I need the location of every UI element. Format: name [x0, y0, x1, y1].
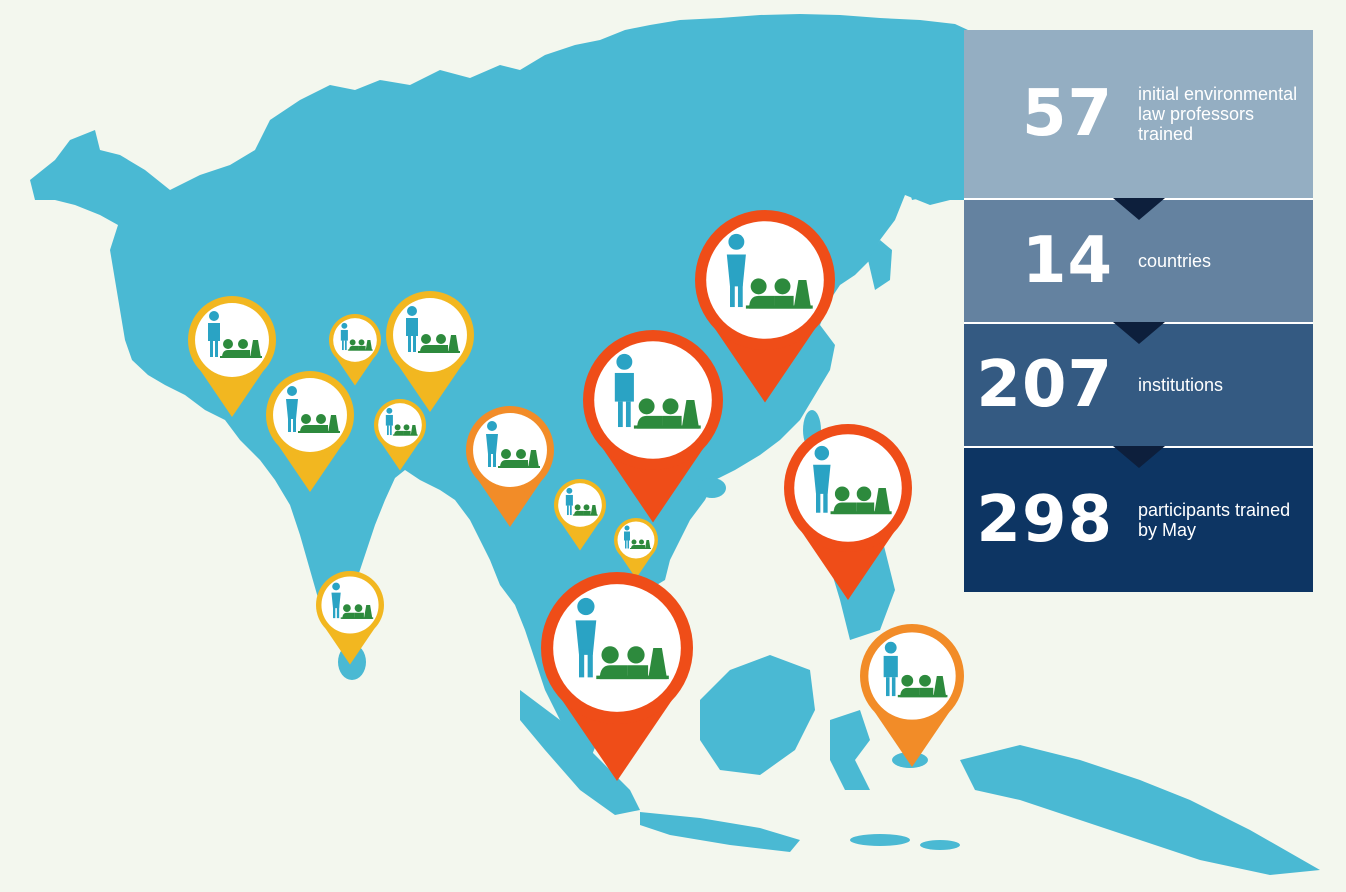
- down-arrow-icon: [1112, 322, 1165, 344]
- teacher-students-icon: [286, 386, 340, 433]
- japan: [868, 240, 892, 290]
- teacher-students-icon: [575, 597, 669, 680]
- stat-label: initial environmental law professors tra…: [1138, 84, 1298, 144]
- map-pin-red: [541, 572, 693, 781]
- java: [640, 812, 800, 852]
- sumatra: [520, 690, 640, 815]
- hainan: [698, 478, 726, 498]
- map-pin-yellow: [614, 518, 658, 579]
- pins-layer: [188, 210, 964, 781]
- teacher-students-icon: [813, 445, 892, 515]
- stat-professors: 57 initial environmental law professors …: [964, 30, 1313, 220]
- down-arrow-icon: [1112, 198, 1165, 220]
- stat-number: 57: [1021, 77, 1113, 151]
- stat-label: countries: [1138, 251, 1212, 271]
- stat-number: 207: [976, 348, 1113, 422]
- map-pin-orange: [466, 406, 554, 527]
- teacher-students-icon: [565, 487, 598, 516]
- teacher-students-icon: [883, 641, 948, 698]
- teacher-students-icon: [406, 306, 460, 353]
- island-small: [920, 840, 960, 850]
- stat-label: participants trained by May: [1138, 500, 1291, 540]
- stat-number: 14: [1021, 224, 1113, 298]
- teacher-students-icon: [726, 233, 813, 309]
- stat-label: institutions: [1138, 375, 1224, 395]
- map-pin-yellow: [374, 399, 426, 471]
- teacher-students-icon: [208, 311, 262, 358]
- mainland-asia: [30, 14, 968, 760]
- stat-number: 298: [976, 483, 1113, 557]
- teacher-students-icon: [331, 582, 374, 619]
- teacher-students-icon: [614, 353, 701, 429]
- japan-north: [905, 160, 945, 200]
- map-pin-yellow: [329, 314, 381, 386]
- map-pin-red: [695, 210, 835, 403]
- map-pin-orange: [860, 624, 964, 767]
- new-guinea: [960, 745, 1320, 875]
- stat-countries: 14 countries: [964, 200, 1313, 344]
- map-pin-yellow: [266, 371, 354, 492]
- sulawesi: [830, 710, 870, 790]
- island-small: [850, 834, 910, 846]
- map-pin-red: [784, 424, 912, 600]
- teacher-students-icon: [624, 525, 651, 549]
- map-pin-yellow: [386, 291, 474, 412]
- teacher-students-icon: [340, 322, 373, 351]
- map-pin-yellow: [554, 479, 606, 551]
- stats-panel: 57 initial environmental law professors …: [964, 30, 1313, 592]
- map-pin-red: [583, 330, 723, 523]
- landmass: [30, 14, 1320, 875]
- borneo: [700, 655, 815, 775]
- stat-institutions: 207 institutions: [964, 324, 1313, 468]
- teacher-students-icon: [385, 407, 418, 436]
- down-arrow-icon: [1112, 446, 1165, 468]
- stat-participants: 298 participants trained by May: [964, 448, 1313, 592]
- map-pin-yellow: [316, 571, 384, 665]
- map-pin-yellow: [188, 296, 276, 417]
- teacher-students-icon: [486, 421, 540, 468]
